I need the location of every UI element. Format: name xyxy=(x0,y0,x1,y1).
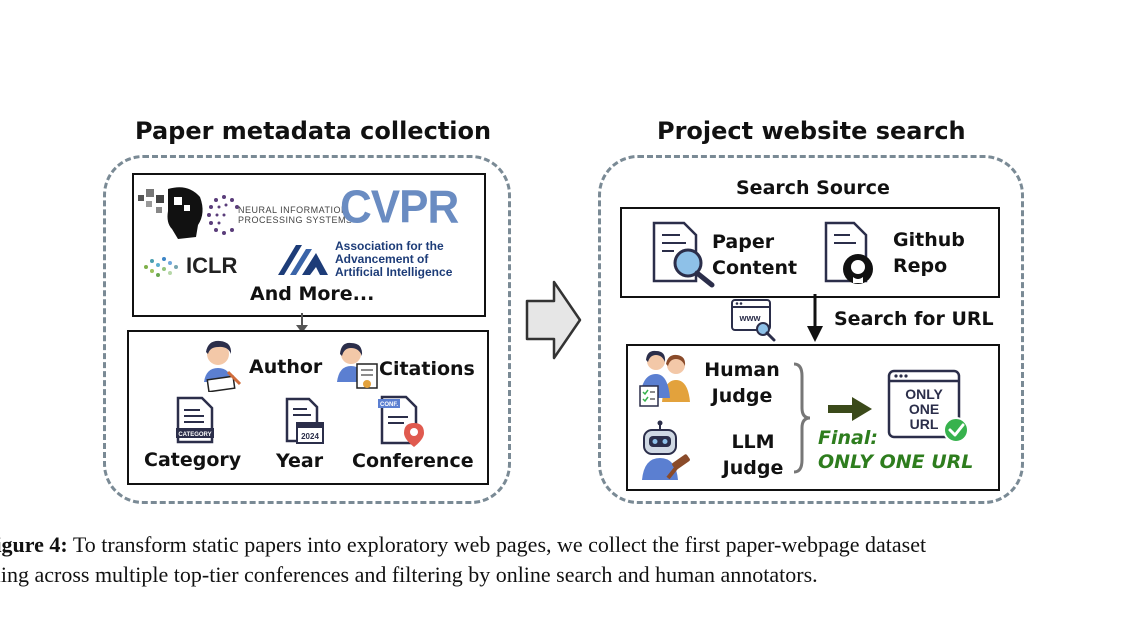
category-label: Category xyxy=(144,449,242,471)
logos-to-fields-arrow xyxy=(296,313,308,333)
paper-content-label: Paper Content xyxy=(712,231,798,279)
author-label: Author xyxy=(249,356,323,378)
llm-judge-label: LLM Judge xyxy=(722,431,784,479)
github-repo-icon xyxy=(824,221,873,284)
icml-head-logo-icon xyxy=(138,187,203,239)
iclr-logo: ICLR xyxy=(186,253,238,278)
citations-icon xyxy=(337,342,378,389)
year-tag-text: 2024 xyxy=(301,432,319,441)
llm-judge-robot-icon xyxy=(642,420,690,480)
url-icon-line2: ONE xyxy=(909,401,939,417)
caption-line2: crawling across multiple top-tier confer… xyxy=(0,562,818,587)
search-for-url-label: Search for URL xyxy=(834,308,994,330)
author-icon xyxy=(204,340,242,392)
judges-brace xyxy=(793,362,811,474)
aaai-logo-icon xyxy=(278,245,328,275)
final-label: Final: xyxy=(818,427,878,449)
human-judge-label: Human Judge xyxy=(704,359,780,407)
category-document-icon: CATEGORY xyxy=(176,396,214,444)
caption-line1: To transform static papers into explorat… xyxy=(72,532,927,557)
left-panel xyxy=(103,155,511,504)
neurips-dots-logo-icon xyxy=(207,195,239,235)
www-search-icon: www xyxy=(731,299,776,342)
and-more-label: And More... xyxy=(250,283,375,305)
year-label: Year xyxy=(276,450,324,472)
iclr-dots-logo-icon xyxy=(144,257,178,277)
left-panel-title: Paper metadata collection xyxy=(135,117,492,145)
conference-pin-icon: CONF. xyxy=(378,395,424,447)
right-panel-title: Project website search xyxy=(657,117,966,145)
search-source-label: Search Source xyxy=(736,177,890,199)
conference-logos-box xyxy=(132,173,486,317)
url-icon-line1: ONLY xyxy=(905,386,943,402)
flow-right-arrow-icon xyxy=(525,280,582,360)
caption-label: Figure 4: xyxy=(0,532,68,557)
aaai-logo-text: Association for the Advancement of Artif… xyxy=(335,239,453,279)
figure-caption: Figure 4: To transform static papers int… xyxy=(0,530,926,590)
github-repo-label: Github Repo xyxy=(893,229,965,277)
neurips-logo-text: NEURAL INFORMATION PROCESSING SYSTEMS xyxy=(238,205,353,225)
conference-label: Conference xyxy=(352,450,474,472)
search-down-arrow xyxy=(807,294,823,342)
citations-label: Citations xyxy=(379,358,475,380)
category-tag-text: CATEGORY xyxy=(178,432,211,438)
year-calendar-icon: 2024 xyxy=(285,397,324,444)
www-tag-text: www xyxy=(738,313,761,323)
paper-search-icon xyxy=(652,221,715,288)
cvpr-logo: CVPR xyxy=(340,181,459,234)
right-panel xyxy=(598,155,1024,504)
conf-tag-text: CONF. xyxy=(380,402,398,408)
final-arrow-icon xyxy=(828,397,872,421)
only-one-url-icon: ONLY ONE URL xyxy=(887,369,969,443)
final-value: ONLY ONE URL xyxy=(818,451,974,473)
url-icon-line3: URL xyxy=(910,416,939,432)
human-judge-icon xyxy=(639,350,690,407)
